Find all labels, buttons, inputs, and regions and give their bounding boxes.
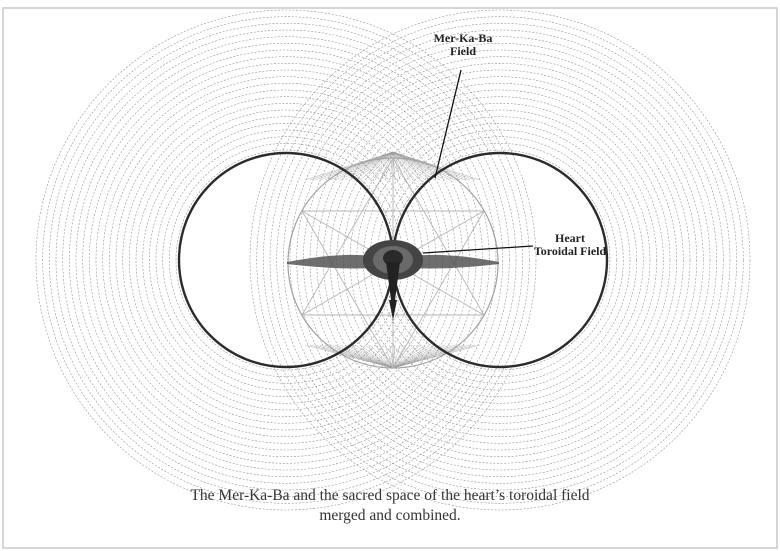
field-line bbox=[355, 152, 393, 180]
heart-toroidal-figure bbox=[287, 240, 499, 320]
field-line bbox=[335, 345, 393, 368]
field-line bbox=[325, 345, 393, 368]
field-line bbox=[393, 345, 455, 368]
field-line bbox=[393, 152, 455, 180]
merkaba-field-label: Mer-Ka-Ba Field bbox=[418, 32, 508, 58]
heart-toroidal-label: Heart Toroidal Field bbox=[520, 232, 620, 258]
field-line bbox=[305, 345, 393, 368]
figure-caption: The Mer-Ka-Ba and the sacred space of th… bbox=[0, 486, 780, 526]
caption-line1: The Mer-Ka-Ba and the sacred space of th… bbox=[0, 486, 780, 506]
field-line bbox=[330, 345, 393, 368]
heart-label-line2: Toroidal Field bbox=[520, 245, 620, 258]
heart-leader-line bbox=[423, 246, 533, 253]
field-line bbox=[393, 152, 480, 180]
merkaba-label-line2: Field bbox=[418, 45, 508, 58]
field-line bbox=[393, 152, 470, 180]
field-line bbox=[393, 345, 480, 368]
caption-line2: merged and combined. bbox=[0, 506, 780, 526]
